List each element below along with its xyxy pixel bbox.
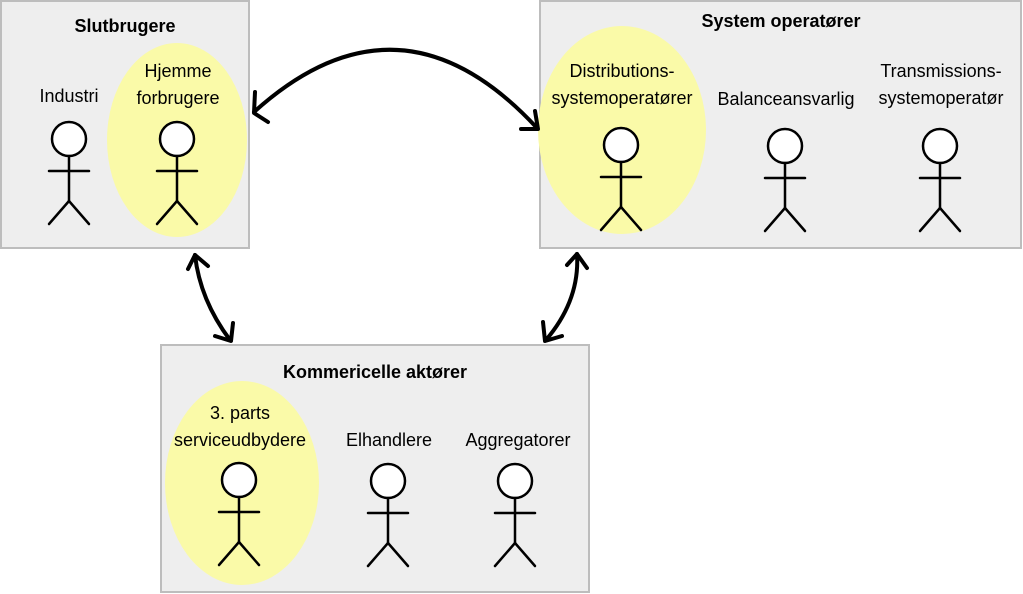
actor-aggregatorer: Aggregatorer: [465, 430, 571, 568]
actor-label-line-2: systemoperatører: [551, 88, 692, 108]
actor-label-line-1: Transmissions-: [880, 61, 1001, 81]
actor-label-line-1: 3. parts: [210, 403, 270, 423]
arrowhead-icon: [541, 320, 564, 343]
actor-label: Elhandlere: [346, 430, 432, 450]
actor-elhandlere: Elhandlere: [346, 430, 432, 568]
arrowhead-icon: [186, 253, 210, 271]
group-title-kommercielle-aktorer: Kommericelle aktører: [283, 362, 467, 382]
connector-slutbrugere-kommercielle: [186, 253, 235, 343]
person-icon: [217, 461, 261, 567]
arrowhead-icon: [252, 90, 270, 124]
group-system-operatorer: System operatører Distributions- systemo…: [538, 0, 1022, 249]
person-icon: [47, 120, 91, 226]
arrowhead-icon: [519, 109, 540, 131]
actor-balanceansvarlig: Balanceansvarlig: [717, 89, 855, 233]
actor-label-line-2: serviceudbydere: [174, 430, 306, 450]
person-icon: [599, 126, 643, 232]
actor-label-line-2: forbrugere: [136, 88, 219, 108]
connector-line: [252, 47, 539, 130]
actor-distributionssystemoperatorer: Distributions- systemoperatører: [551, 61, 693, 232]
person-icon: [493, 462, 537, 568]
arrowhead-icon: [213, 321, 235, 343]
group-title-system-operatorer: System operatører: [701, 11, 860, 31]
group-kommercielle-aktorer: Kommericelle aktører 3. parts serviceudb…: [160, 344, 590, 593]
connector-system-kommercielle: [541, 252, 589, 343]
actor-hjemme-forbrugere: Hjemme forbrugere: [136, 61, 220, 226]
group-title-slutbrugere: Slutbrugere: [74, 16, 175, 36]
person-icon: [763, 127, 807, 233]
actor-label: Balanceansvarlig: [717, 89, 854, 109]
actor-industri: Industri: [39, 86, 99, 226]
group-slutbrugere: Slutbrugere Industri Hjemme forbrugere: [0, 0, 250, 249]
person-icon: [155, 120, 199, 226]
actor-label-line-2: systemoperatør: [878, 88, 1003, 108]
connector-slutbrugere-system: [252, 47, 540, 131]
arrowhead-icon: [565, 252, 589, 270]
connector-line: [193, 253, 232, 342]
actor-label-line-1: Distributions-: [569, 61, 674, 81]
person-icon: [918, 127, 962, 233]
person-icon: [366, 462, 410, 568]
actor-label: Aggregatorer: [465, 430, 570, 450]
connector-line: [544, 252, 580, 342]
actor-3-parts-serviceudbydere: 3. parts serviceudbydere: [174, 403, 306, 567]
actor-label: Industri: [39, 86, 98, 106]
actor-transmissionssystemoperator: Transmissions- systemoperatør: [878, 61, 1004, 233]
actor-label-line-1: Hjemme: [144, 61, 211, 81]
